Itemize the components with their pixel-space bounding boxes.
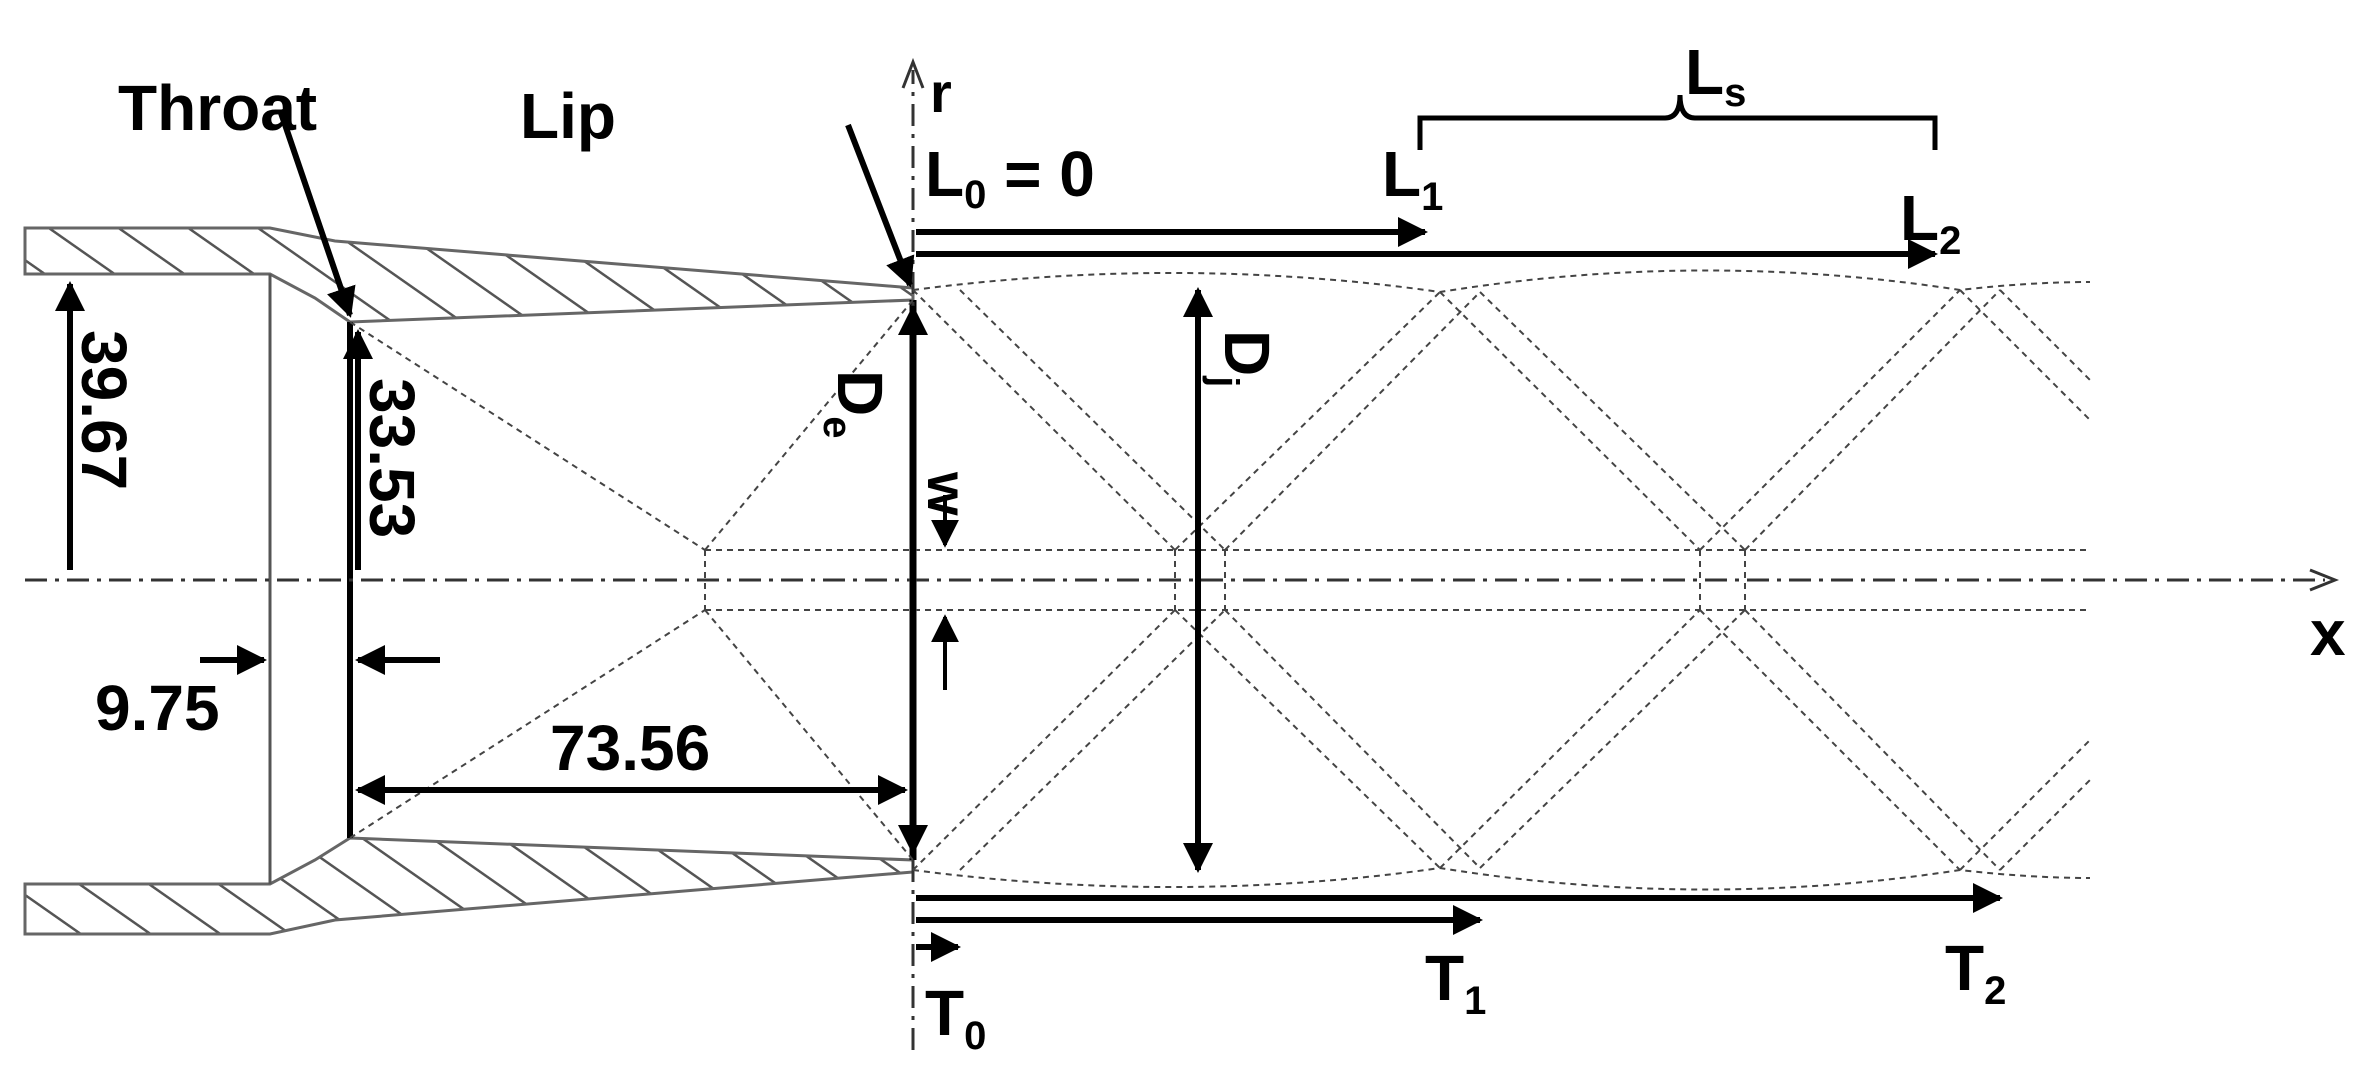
shock-cells [912, 289, 2091, 871]
lip-label: Lip [520, 80, 616, 152]
r-axis-arrowhead [901, 57, 925, 89]
nozzle-lower-wall [23, 836, 915, 936]
l2-label: L2 [1900, 182, 1961, 263]
dim-throat-offset-value: 9.75 [95, 672, 220, 744]
nozzle-upper-wall [23, 226, 915, 324]
r-axis-label: r [930, 61, 952, 124]
dim-inlet-value: 39.67 [68, 330, 140, 490]
throat-label: Throat [118, 72, 317, 144]
ls-brace [1417, 94, 1938, 150]
x-axis-label: x [2310, 597, 2346, 669]
dj-label: Dj [1202, 330, 1283, 387]
l1-label: L1 [1382, 138, 1443, 219]
ls-label: Ls [1685, 36, 1746, 115]
de-label: De [815, 370, 896, 438]
l0-label: L0 = 0 [925, 138, 1095, 217]
throat-pointer [277, 109, 356, 318]
dim-throat-value: 33.53 [356, 378, 428, 538]
w-label: w [916, 471, 979, 516]
jet-boundary [912, 269, 2091, 891]
t1-label: T1 [1425, 942, 1486, 1023]
t2-label: T2 [1945, 932, 2006, 1013]
dim-nozzle-length-value: 73.56 [550, 712, 710, 784]
lip-pointer [845, 123, 915, 288]
x-axis-arrowhead [2309, 568, 2340, 592]
t0-label: T0 [925, 977, 986, 1058]
